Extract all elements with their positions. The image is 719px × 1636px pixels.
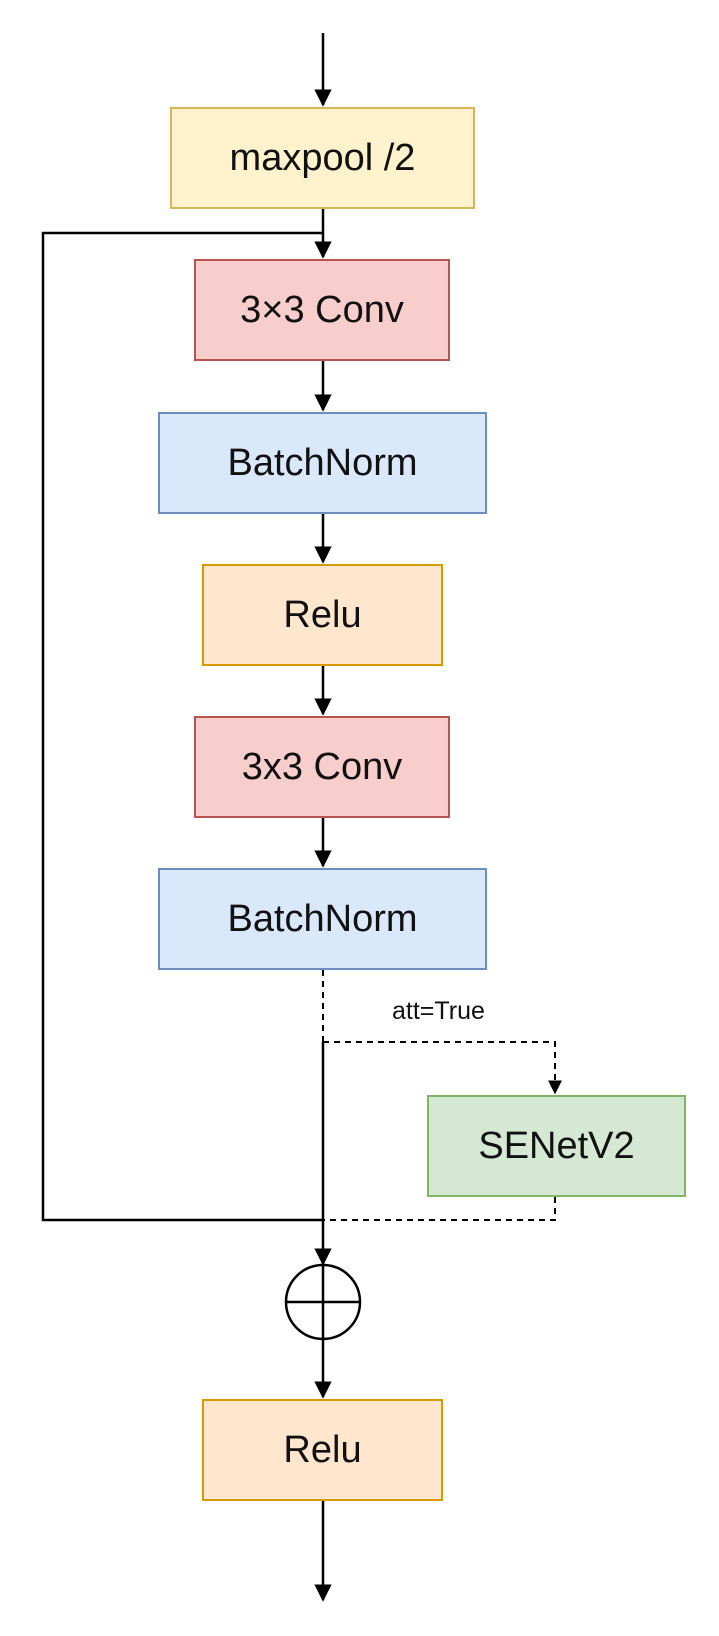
maxpool-block: maxpool /2 [170, 107, 475, 209]
circle-plus-icon [284, 1263, 362, 1341]
edge-attention-branch [323, 1041, 562, 1095]
senet-label: SENetV2 [478, 1124, 635, 1167]
relu1-label: Relu [283, 593, 362, 636]
batchnorm1-block: BatchNorm [158, 412, 487, 514]
relu1-block: Relu [202, 564, 443, 666]
conv2-block: 3x3 Conv [194, 716, 450, 818]
attention-condition-label: att=True [392, 997, 485, 1025]
senet-block: SENetV2 [427, 1095, 686, 1197]
conv2-label: 3x3 Conv [241, 745, 403, 788]
maxpool-label: maxpool /2 [229, 136, 416, 179]
conv1-label: 3×3 Conv [240, 288, 404, 331]
edge-senet-return [323, 1197, 556, 1221]
edge-skip-connection [41, 231, 323, 1222]
batchnorm1-label: BatchNorm [227, 441, 418, 484]
batchnorm2-label: BatchNorm [227, 897, 418, 940]
batchnorm2-block: BatchNorm [158, 868, 487, 970]
conv1-block: 3×3 Conv [194, 259, 450, 361]
relu2-block: Relu [202, 1399, 443, 1501]
relu2-label: Relu [283, 1428, 362, 1471]
